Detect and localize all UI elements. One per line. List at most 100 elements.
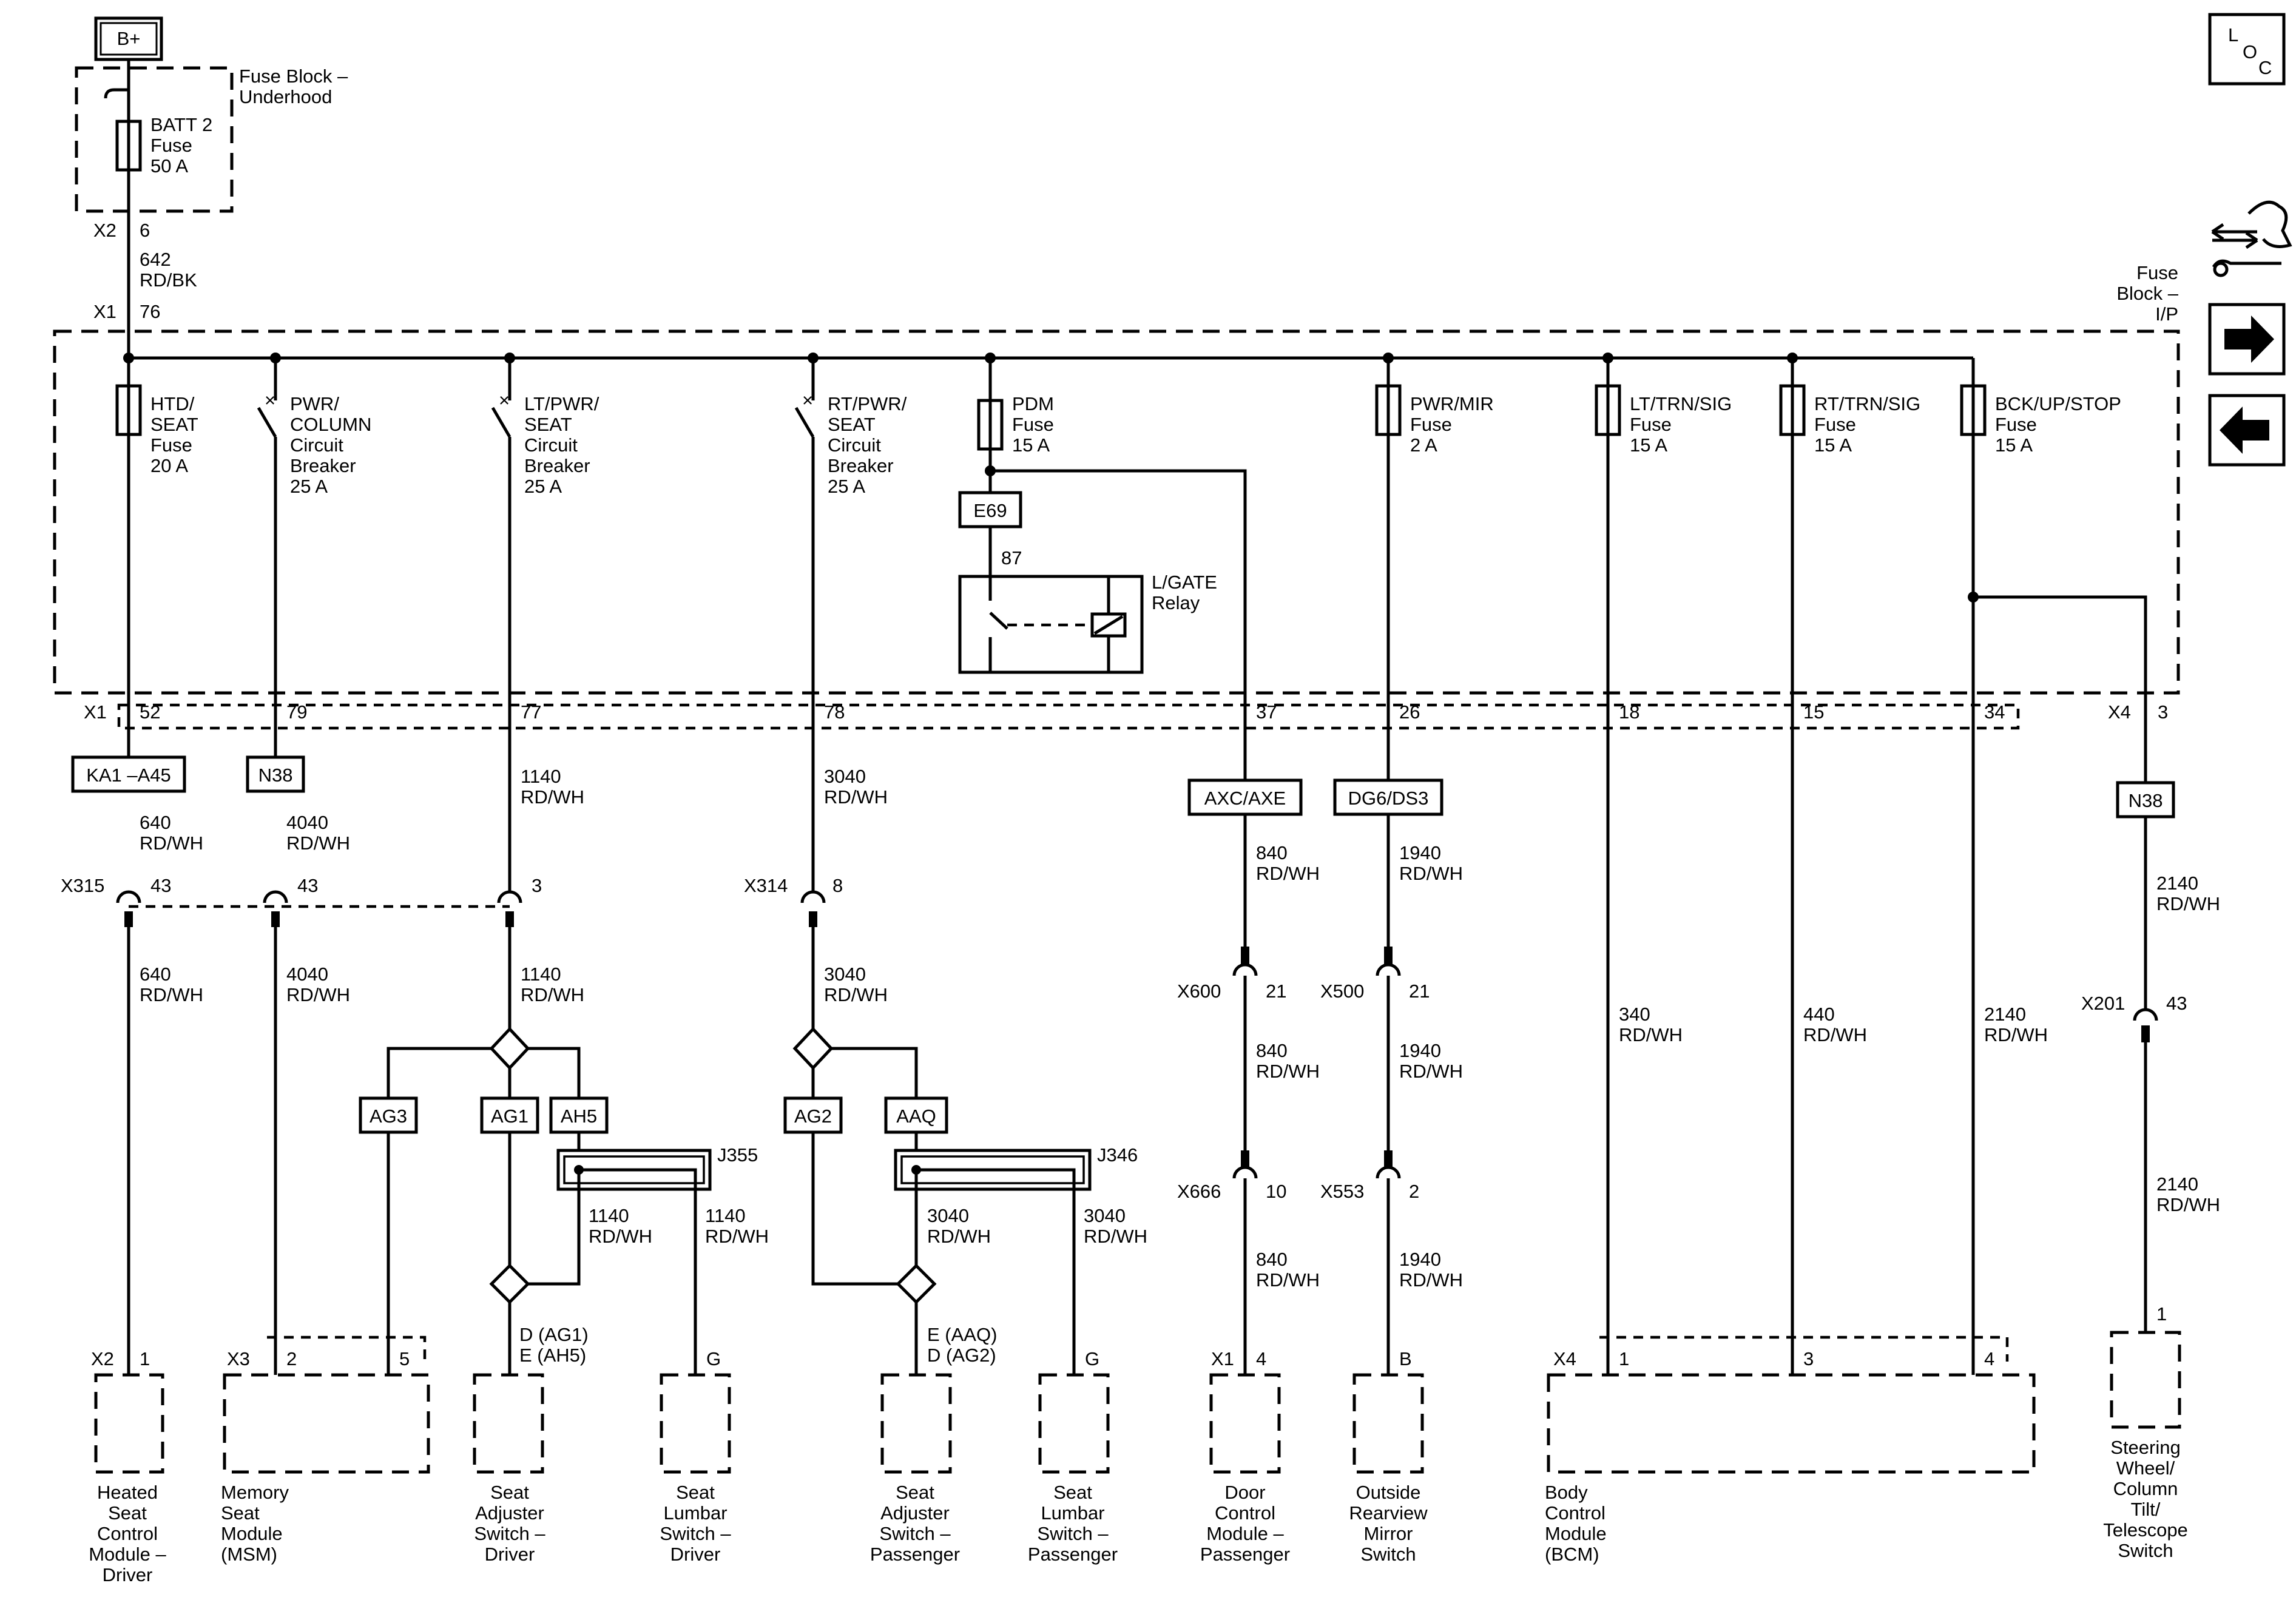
- svg-text:X1: X1: [1211, 1348, 1234, 1369]
- svg-text:D (AG1): D (AG1): [519, 1324, 589, 1345]
- svg-text:X1: X1: [93, 301, 116, 322]
- svg-text:43: 43: [297, 875, 318, 896]
- svg-text:X4: X4: [1553, 1348, 1576, 1369]
- outside-rearview-mirror-switch: B Outside Rearview Mirror Switch: [1349, 1348, 1428, 1565]
- svg-text:SEAT: SEAT: [524, 414, 572, 435]
- svg-text:Driver: Driver: [485, 1544, 535, 1565]
- svg-text:2140: 2140: [2156, 873, 2198, 894]
- svg-text:77: 77: [521, 701, 541, 723]
- svg-text:Block –: Block –: [2116, 283, 2178, 304]
- svg-text:Circuit: Circuit: [828, 434, 881, 456]
- connector-x314: X314 8: [744, 875, 843, 927]
- svg-text:RD/WH: RD/WH: [1984, 1024, 2048, 1045]
- svg-text:G: G: [1085, 1348, 1099, 1369]
- svg-text:RD/WH: RD/WH: [824, 984, 888, 1005]
- svg-text:LT/TRN/SIG: LT/TRN/SIG: [1630, 393, 1732, 414]
- svg-text:25 A: 25 A: [524, 476, 562, 497]
- svg-text:×: ×: [802, 390, 813, 411]
- svg-text:RD/WH: RD/WH: [1084, 1226, 1147, 1247]
- svg-text:21: 21: [1409, 981, 1430, 1002]
- svg-text:Tilt/: Tilt/: [2131, 1499, 2161, 1520]
- svg-text:2: 2: [1409, 1181, 1419, 1202]
- svg-text:PWR/: PWR/: [290, 393, 339, 414]
- svg-text:640: 640: [140, 812, 171, 833]
- seat-lumbar-switch-driver: G Seat Lumbar Switch – Driver: [660, 1348, 731, 1565]
- svg-text:RD/WH: RD/WH: [286, 832, 350, 854]
- loc-button[interactable]: L O C: [2208, 13, 2286, 86]
- svg-text:4: 4: [1984, 1348, 1994, 1369]
- svg-text:6: 6: [140, 220, 150, 241]
- svg-text:Seat: Seat: [108, 1502, 147, 1524]
- svg-text:Door: Door: [1224, 1482, 1265, 1503]
- option-dg6-ds3: DG6/DS3: [1333, 778, 1443, 816]
- svg-text:Adjuster: Adjuster: [880, 1502, 950, 1524]
- option-n38-column: N38: [246, 755, 305, 793]
- svg-text:O: O: [2243, 41, 2257, 62]
- svg-text:RD/WH: RD/WH: [1803, 1024, 1867, 1045]
- svg-text:43: 43: [150, 875, 171, 896]
- service-info-icon[interactable]: [2211, 200, 2292, 277]
- svg-text:RD/WH: RD/WH: [589, 1226, 652, 1247]
- svg-text:X3: X3: [227, 1348, 250, 1369]
- pwr-column-circuit-breaker: × PWR/ COLUMN Circuit Breaker 25 A: [257, 358, 371, 777]
- svg-text:Fuse: Fuse: [1814, 414, 1856, 435]
- svg-text:26: 26: [1399, 701, 1420, 723]
- svg-text:34: 34: [1984, 701, 2005, 723]
- svg-text:AAQ: AAQ: [896, 1106, 936, 1127]
- svg-text:642: 642: [140, 249, 171, 270]
- option-n38-telescope: N38: [2116, 781, 2175, 819]
- svg-text:3: 3: [2158, 701, 2168, 723]
- svg-text:4040: 4040: [286, 812, 328, 833]
- svg-text:Fuse: Fuse: [1012, 414, 1054, 435]
- svg-text:Lumbar: Lumbar: [663, 1502, 727, 1524]
- svg-text:X201: X201: [2081, 993, 2125, 1014]
- svg-text:Underhood: Underhood: [239, 86, 332, 107]
- svg-text:SEAT: SEAT: [150, 414, 198, 435]
- svg-text:440: 440: [1803, 1004, 1835, 1025]
- htd-seat-fuse: HTD/ SEAT Fuse 20 A: [115, 358, 198, 777]
- svg-text:1940: 1940: [1399, 842, 1441, 863]
- svg-text:18: 18: [1619, 701, 1639, 723]
- svg-text:3040: 3040: [1084, 1205, 1126, 1226]
- rt-trn-sig-fuse: RT/TRN/SIG Fuse 15 A: [1779, 358, 1920, 1375]
- svg-text:RD/WH: RD/WH: [286, 984, 350, 1005]
- svg-text:PDM: PDM: [1012, 393, 1054, 414]
- svg-text:C: C: [2258, 57, 2272, 78]
- svg-text:640: 640: [140, 964, 171, 985]
- memory-seat-module: X3 2 5 Memory Seat Module (MSM): [221, 1335, 430, 1565]
- svg-text:Passenger: Passenger: [1028, 1544, 1118, 1565]
- svg-text:G: G: [706, 1348, 721, 1369]
- svg-text:Fuse: Fuse: [150, 434, 192, 456]
- next-arrow-icon[interactable]: [2208, 303, 2286, 376]
- fuse-block-underhood: Fuse Block – Underhood BATT 2 Fuse 50 A: [75, 66, 348, 213]
- svg-text:Circuit: Circuit: [290, 434, 343, 456]
- svg-text:X1: X1: [84, 701, 107, 723]
- previous-arrow-icon[interactable]: [2208, 394, 2286, 467]
- svg-text:Switch –: Switch –: [660, 1523, 731, 1544]
- svg-text:×: ×: [265, 390, 275, 411]
- svg-text:RD/WH: RD/WH: [705, 1226, 769, 1247]
- svg-text:X2: X2: [91, 1348, 114, 1369]
- svg-text:BATT 2: BATT 2: [150, 114, 212, 135]
- svg-text:1: 1: [2156, 1303, 2167, 1325]
- svg-text:2140: 2140: [1984, 1004, 2026, 1025]
- svg-text:RD/WH: RD/WH: [927, 1226, 991, 1247]
- svg-text:78: 78: [824, 701, 845, 723]
- svg-text:25 A: 25 A: [290, 476, 328, 497]
- svg-text:Rearview: Rearview: [1349, 1502, 1428, 1524]
- svg-text:50 A: 50 A: [150, 155, 188, 177]
- svg-text:X2: X2: [93, 220, 116, 241]
- svg-text:79: 79: [286, 701, 307, 723]
- svg-text:Fuse: Fuse: [2136, 262, 2178, 283]
- svg-text:Lumbar: Lumbar: [1041, 1502, 1104, 1524]
- svg-text:2: 2: [286, 1348, 297, 1369]
- svg-text:COLUMN: COLUMN: [290, 414, 371, 435]
- option-ka1-a45: KA1 –A45: [71, 755, 186, 793]
- svg-text:Passenger: Passenger: [870, 1544, 960, 1565]
- svg-text:1140: 1140: [705, 1205, 746, 1226]
- svg-text:Mirror: Mirror: [1364, 1523, 1413, 1544]
- svg-text:AXC/AXE: AXC/AXE: [1204, 788, 1286, 809]
- svg-text:10: 10: [1266, 1181, 1286, 1202]
